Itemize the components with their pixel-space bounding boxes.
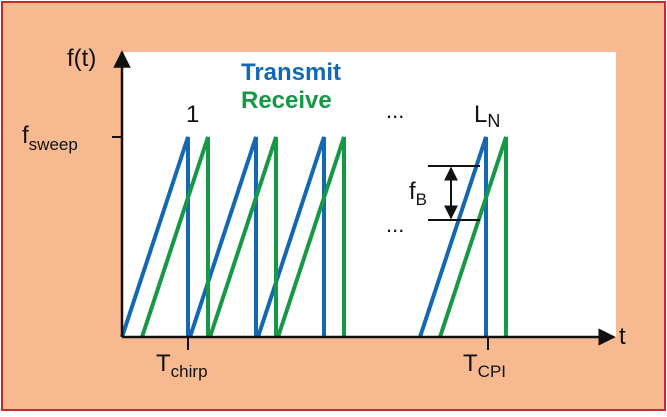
- first-chirp-label: 1: [186, 101, 199, 128]
- receive-ramp-1: [140, 136, 210, 338]
- transmit-ramp-3: [256, 136, 326, 338]
- legend-receive: Receive: [241, 87, 332, 114]
- last-chirp-label-main: L: [474, 101, 487, 128]
- chirp-label-sub: chirp: [171, 362, 208, 381]
- y-axis-label: f(t): [67, 45, 96, 72]
- cpi-label-sub: CPI: [478, 362, 506, 381]
- receive-ramp-4: [438, 136, 508, 338]
- beat-label-sub: B: [416, 190, 427, 209]
- receive-ramp-2: [208, 136, 278, 338]
- cpi-label-main: T: [463, 350, 478, 377]
- sweep-label-sub: sweep: [29, 135, 78, 154]
- chirp-label: Tchirp: [156, 350, 208, 381]
- last-chirp-label-sub: N: [487, 111, 500, 131]
- cpi-label: TCPI: [463, 350, 506, 381]
- beat-label-main: f: [409, 178, 416, 205]
- x-axis-label: t: [619, 323, 626, 350]
- sweep-label: fsweep: [22, 122, 78, 154]
- transmit-ramp-2: [188, 136, 258, 338]
- receive-ramp-3: [276, 136, 346, 338]
- ellipsis-top: ...: [386, 98, 404, 123]
- legend-transmit: Transmit: [241, 59, 341, 86]
- plot-area: [123, 52, 616, 337]
- last-chirp-label: LN: [474, 101, 500, 131]
- transmit-ramps: [120, 136, 488, 338]
- transmit-ramp-1: [120, 136, 190, 338]
- receive-ramps: [140, 136, 508, 338]
- ellipsis-mid: ...: [386, 212, 404, 237]
- chirp-label-main: T: [156, 350, 171, 377]
- sweep-label-main: f: [22, 122, 29, 149]
- beat-label: fB: [409, 178, 427, 209]
- transmit-ramp-4: [418, 136, 488, 338]
